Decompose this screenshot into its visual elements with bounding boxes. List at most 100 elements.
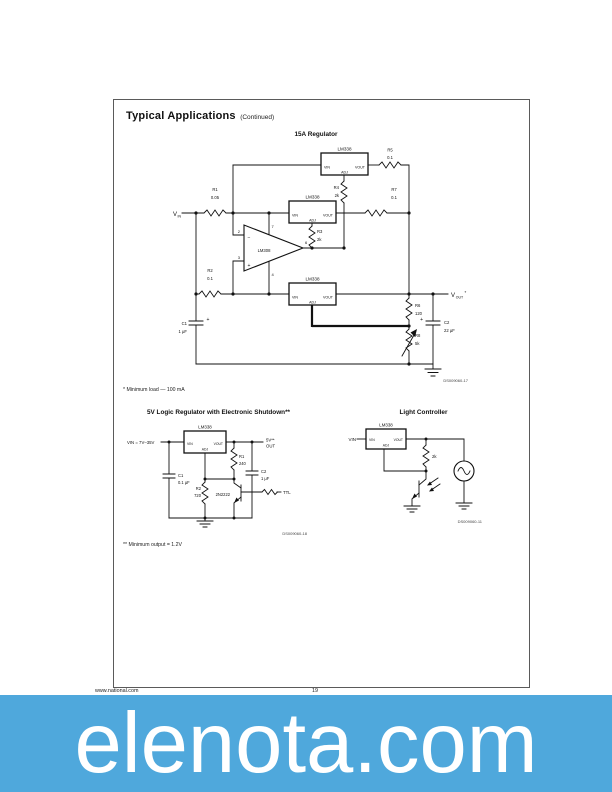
reg-label: LM338 [379, 423, 393, 428]
resistor-r2 [201, 481, 209, 505]
c1-label: C1 [178, 473, 184, 478]
c2-plus: + [420, 317, 423, 323]
opamp-pin2: 2 [238, 229, 241, 234]
regulator-block-2 [288, 200, 337, 224]
vin-label: VIN [348, 437, 356, 442]
ttl-label: TTL [283, 490, 291, 495]
reg1-pin-out: VOUT [355, 166, 366, 170]
reg1-label: LM338 [337, 147, 351, 152]
wires [356, 438, 475, 513]
capacitor-c1 [188, 212, 204, 365]
circuit3-fig-id: DS009060-11 [458, 519, 483, 524]
opamp-triangle [243, 224, 305, 272]
watermark-text: elenota.com [74, 696, 538, 791]
resistor-2k [422, 444, 430, 468]
ground-symbol-transistor [403, 505, 421, 513]
junction-dots [424, 437, 428, 473]
heading-suffix: (Continued) [240, 114, 275, 121]
r1-value: 240 [239, 461, 247, 466]
circuit3-title: Light Controller [399, 409, 448, 416]
r6-label: R6 [415, 303, 421, 308]
c1-value: 1 μF [179, 329, 188, 334]
light-controller-schematic: LM338 VIN VOUT ADJ VIN 2k DS009060-11 [348, 423, 483, 525]
r3-value: 2k [317, 237, 322, 242]
input-label: VIN = 7V–35V [127, 440, 154, 445]
reg-pin-in: VIN [369, 438, 375, 442]
ground-symbol [424, 363, 442, 377]
output-label-line1: 5V** [266, 438, 275, 443]
r2-label: R2 [207, 268, 213, 273]
vin-sub: IN [178, 215, 182, 219]
opamp-pin3: 3 [238, 255, 241, 260]
vout-star: * [465, 290, 467, 295]
c1-value: 0.1 μF [178, 480, 190, 485]
r5-label: R5 [387, 148, 393, 153]
c1-plus: + [207, 317, 210, 323]
reg3-pin-out: VOUT [323, 296, 334, 300]
c2-label: C2 [444, 320, 450, 325]
r4-value: 2k [335, 193, 340, 198]
c2-label: C2 [261, 469, 267, 474]
reg-pin-out: VOUT [394, 438, 403, 442]
watermark-banner: elenota.com [0, 695, 612, 792]
opamp-plus: + [248, 263, 251, 269]
footnote-min-output: ** Minimum output = 1.2V [123, 542, 182, 548]
junction-dots [167, 440, 254, 520]
resistor-r4 [340, 180, 348, 204]
reg1-pin-in: VIN [324, 166, 330, 170]
r7-value: 0.1 [391, 195, 397, 200]
r1-value: 0.05 [211, 195, 220, 200]
r2-label: R2 [196, 486, 202, 491]
reg3-pin-adj: ADJ [309, 301, 316, 305]
r1-label: R1 [239, 454, 245, 459]
r4-label: R4 [334, 185, 340, 190]
c1-label: C1 [182, 321, 188, 326]
reg2-pin-in: VIN [292, 214, 298, 218]
reg-pin-adj: ADJ [383, 444, 390, 448]
transistor-2n2222 [233, 478, 263, 519]
datasheet-page: Typical Applications (Continued) 15A Reg… [113, 99, 530, 688]
regulator-block [365, 428, 407, 450]
r2-value: 0.1 [207, 276, 213, 281]
resistor-r3 [308, 225, 316, 249]
footer-url: www.national.com [95, 688, 139, 694]
resistor-r6 [405, 297, 413, 321]
capacitor-c2 [245, 441, 259, 519]
regulator-block [183, 430, 227, 454]
wires [181, 161, 449, 377]
reg-label: LM338 [198, 425, 212, 430]
5v-logic-regulator-schematic: LM338 VIN VOUT ADJ VIN = 7V–35V 5V** OUT… [127, 425, 308, 537]
r5-value: 0.1 [387, 155, 393, 160]
capacitor-c1 [162, 441, 176, 519]
r8-label: R8 [415, 333, 421, 338]
footnote-min-load: * Minimum load — 100 mA [123, 387, 185, 393]
page-number: 19 [312, 688, 318, 694]
c2-value: 1 μF [261, 476, 270, 481]
vin-label: V [173, 212, 177, 218]
heading-text: Typical Applications [126, 110, 236, 122]
q1-label: 2N2222 [216, 492, 231, 497]
wires [160, 441, 282, 528]
r3-label: R3 [317, 229, 323, 234]
pot-arrowhead [410, 329, 417, 337]
reg2-pin-adj: ADJ [309, 219, 316, 223]
r8-value: 5k [415, 341, 420, 346]
phototransistor [411, 470, 441, 507]
resistor-value: 2k [432, 454, 437, 459]
capacitor-c2 [425, 293, 441, 365]
r6-value: 120 [415, 311, 423, 316]
lamp [453, 460, 475, 482]
r2-value: 720 [194, 493, 202, 498]
reg-pin-adj: ADJ [202, 448, 209, 452]
opamp-pin4: 4 [272, 272, 275, 277]
reg1-pin-adj: ADJ [341, 171, 348, 175]
adj-feedback-wire [310, 305, 409, 328]
opamp-pin6: 6 [305, 240, 308, 245]
vout-label: V [451, 293, 455, 299]
opamp-label: LM308 [258, 248, 271, 253]
resistor-r1 [230, 447, 238, 471]
ground-symbol-lamp [455, 480, 473, 510]
section-heading: Typical Applications (Continued) [126, 106, 274, 124]
regulator-block-3 [288, 282, 337, 306]
